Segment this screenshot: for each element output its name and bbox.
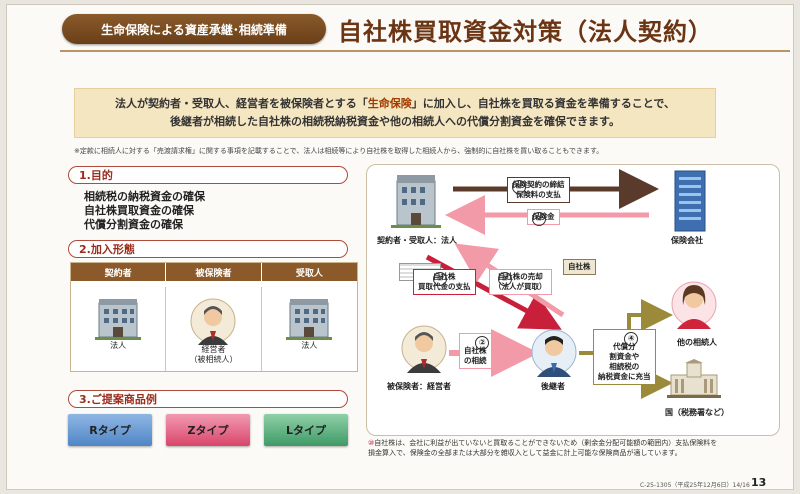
purpose-item: 相続税の納税資金の確保 bbox=[84, 190, 205, 203]
product-z-button[interactable]: Zタイプ bbox=[166, 414, 250, 446]
step4-box: ④ 代償分 割資金や 相続税の 納税資金に充当 bbox=[593, 329, 656, 385]
step-text: 自社株 bbox=[464, 346, 487, 355]
intro-line-2: 後継者が相続した自社株の相続税納税資金や他の相続人への代償分割資金を確保できます… bbox=[170, 115, 620, 128]
building-icon bbox=[95, 299, 142, 340]
step-number: ① bbox=[512, 180, 526, 194]
stock-certificate: 自社株 bbox=[563, 259, 596, 275]
table-cell-beneficiary: 法人 bbox=[262, 287, 357, 371]
manager-icon bbox=[190, 298, 236, 345]
step-text: 保険契約の締結 bbox=[512, 180, 565, 189]
section-purpose: 1.目的 bbox=[68, 166, 348, 184]
step-number: ③ bbox=[433, 272, 447, 286]
page-number: 13 bbox=[751, 476, 767, 489]
table-cell-contractor: 法人 bbox=[71, 287, 167, 371]
intro-line-1: 法人が契約者・受取人、経営者を被保険者とする「生命保険」に加入し、自社株を買取る… bbox=[115, 95, 675, 113]
step-text: 代償分 bbox=[613, 342, 636, 351]
intro-note: ※定款に相続人に対する「売渡請求権」に関する事項を記載することで、法人は相続等に… bbox=[74, 147, 604, 155]
document-code: C-25-1305（平成25年12月6日）14/16 bbox=[640, 482, 750, 489]
insurer-building-icon bbox=[674, 170, 706, 232]
page-title: 自社株買取資金対策（法人契約） bbox=[338, 18, 713, 46]
government-building-icon bbox=[667, 359, 721, 398]
header-divider bbox=[60, 50, 790, 52]
table-header: 被保険者 bbox=[166, 263, 262, 281]
step-number: ④ bbox=[624, 332, 639, 346]
cell-text: 法人 bbox=[110, 341, 127, 350]
intro-text: 法人が契約者・受取人、経営者を被保険者とする「 bbox=[115, 97, 368, 110]
step-text: （法人が買取） bbox=[494, 282, 547, 291]
insurer-label: 保険会社 bbox=[671, 236, 703, 245]
step-text: 買取代金の支払 bbox=[418, 282, 471, 291]
inherit-box: ② 自社株 の相続 bbox=[459, 333, 492, 369]
contract-table: 契約者 被保険者 受取人 法人 経営者 （被相続人） bbox=[70, 262, 358, 372]
intro-text: 」に加入し、自社株を買取る資金を準備することで、 bbox=[411, 97, 675, 110]
footnote-text: 損金算入で、保険金の全部または大部分を雑収入として益金に計上可能な保険商品が適し… bbox=[368, 449, 682, 457]
footnote: ⑩自社株は、会社に利益が出ていないと買取ることができないため（剰余金分配可能額の… bbox=[368, 438, 780, 458]
step-number: ② bbox=[475, 336, 490, 350]
stock-text: 自社株 bbox=[568, 262, 591, 271]
successor-icon bbox=[531, 329, 577, 377]
product-l-button[interactable]: Lタイプ bbox=[264, 414, 348, 446]
table-header: 契約者 bbox=[71, 263, 167, 281]
purpose-item: 代償分割資金の確保 bbox=[84, 218, 183, 231]
step-text: の相続 bbox=[464, 356, 487, 365]
cell-text: 経営者 bbox=[201, 345, 226, 354]
purpose-list: 相続税の納税資金の確保 自社株買取資金の確保 代償分割資金の確保 bbox=[84, 190, 205, 232]
step-text: 納税資金に充当 bbox=[598, 372, 651, 381]
footnote-mark: ⑩ bbox=[368, 439, 375, 447]
cell-subtext: （被相続人） bbox=[189, 355, 238, 364]
section-products: 3.ご提案商品例 bbox=[68, 390, 348, 408]
building-icon bbox=[286, 299, 333, 340]
step-number: ③ bbox=[497, 272, 512, 286]
step-text: 割資金や bbox=[609, 352, 640, 361]
purpose-item: 自社株買取資金の確保 bbox=[84, 204, 194, 217]
step-text: 保険料の支払 bbox=[515, 190, 561, 199]
successor-label: 後継者 bbox=[541, 382, 565, 391]
table-cell-insured: 経営者 （被相続人） bbox=[166, 287, 262, 371]
step-number: ② bbox=[532, 212, 546, 226]
footnote-text: 自社株は、会社に利益が出ていないと買取ることができないため（剰余金分配可能額の範… bbox=[374, 439, 718, 447]
insured-manager-icon bbox=[401, 325, 447, 373]
step-text: 相続税の bbox=[609, 362, 640, 371]
section-type: 2.加入形態 bbox=[68, 240, 348, 258]
table-header: 受取人 bbox=[261, 263, 357, 281]
corp-building-icon bbox=[391, 175, 441, 228]
corp-label: 契約者・受取人：法人 bbox=[377, 236, 457, 245]
heir-label: 他の相続人 bbox=[677, 338, 717, 347]
nation-label: 国（税務署など） bbox=[665, 408, 729, 417]
step-text: 自社株の売却 bbox=[497, 272, 543, 281]
intro-box: 法人が契約者・受取人、経営者を被保険者とする「生命保険」に加入し、自社株を買取る… bbox=[74, 88, 716, 138]
intro-highlight: 生命保険 bbox=[367, 97, 412, 110]
cell-text: 法人 bbox=[301, 341, 318, 350]
insured-label: 被保険者：経営者 bbox=[387, 382, 451, 391]
other-heir-icon bbox=[671, 281, 717, 329]
product-r-button[interactable]: Rタイプ bbox=[68, 414, 152, 446]
header-badge: 生命保険による資産承継･相続準備 bbox=[62, 14, 326, 44]
